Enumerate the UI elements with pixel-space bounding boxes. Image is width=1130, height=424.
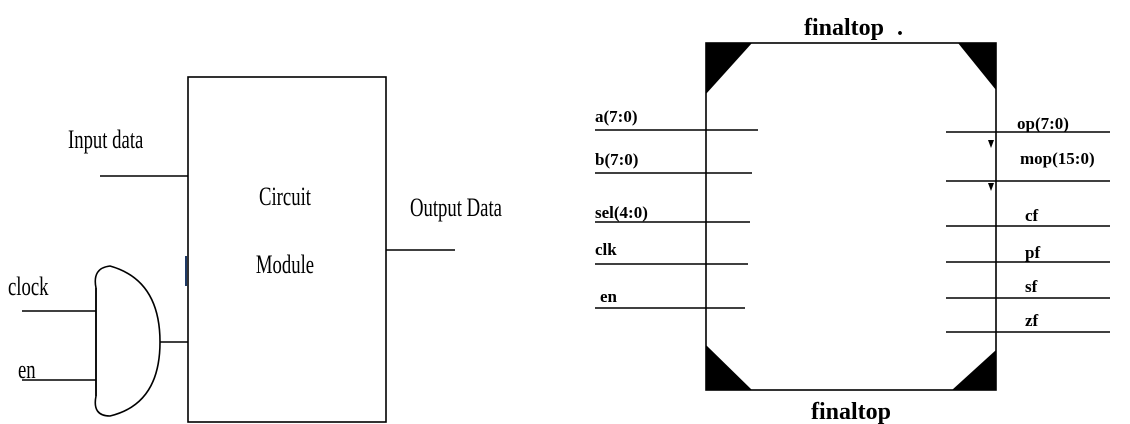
- finaltop-block: [705, 42, 997, 391]
- finaltop-title-dot: .: [897, 15, 903, 41]
- pin-label-sel: sel(4:0): [595, 203, 648, 222]
- pin-mark-mop: [988, 183, 994, 191]
- module-label-line1: Circuit: [259, 182, 312, 211]
- pin-label-mop: mop(15:0): [1020, 149, 1095, 168]
- corner-bottom-left: [706, 345, 752, 390]
- output-pins: op(7:0) mop(15:0) cf pf sf zf: [946, 114, 1110, 333]
- pin-label-b: b(7:0): [595, 150, 638, 169]
- pin-label-sf: sf: [1025, 277, 1038, 296]
- pin-label-zf: zf: [1025, 311, 1039, 330]
- corner-top-right: [958, 43, 996, 90]
- en-label: en: [18, 355, 36, 384]
- corner-bottom-right: [952, 350, 996, 390]
- finaltop-title-top: finaltop: [804, 15, 884, 41]
- input-pins: a(7:0) b(7:0) sel(4:0) clk en: [595, 107, 758, 309]
- module-label-line2: Module: [256, 250, 314, 279]
- input-data-label: Input data: [68, 125, 143, 154]
- output-data-label: Output Data: [410, 193, 502, 222]
- pin-label-en: en: [600, 287, 618, 306]
- pin-label-pf: pf: [1025, 243, 1040, 262]
- finaltop-title-bottom: finaltop: [811, 399, 891, 424]
- and-gate: [94, 265, 161, 417]
- pin-label-cf: cf: [1025, 206, 1039, 225]
- pin-mark-op: [988, 140, 994, 148]
- right-diagram: finaltop . a(7:0) b(7:0) sel(4:0) clk en…: [595, 15, 1110, 424]
- pin-label-clk: clk: [595, 240, 617, 259]
- clock-label: clock: [8, 272, 49, 301]
- pin-label-a: a(7:0): [595, 107, 637, 126]
- pin-label-op: op(7:0): [1017, 114, 1069, 133]
- left-diagram: Circuit Module Input data Output Data cl…: [8, 76, 502, 423]
- corner-top-left: [706, 43, 752, 94]
